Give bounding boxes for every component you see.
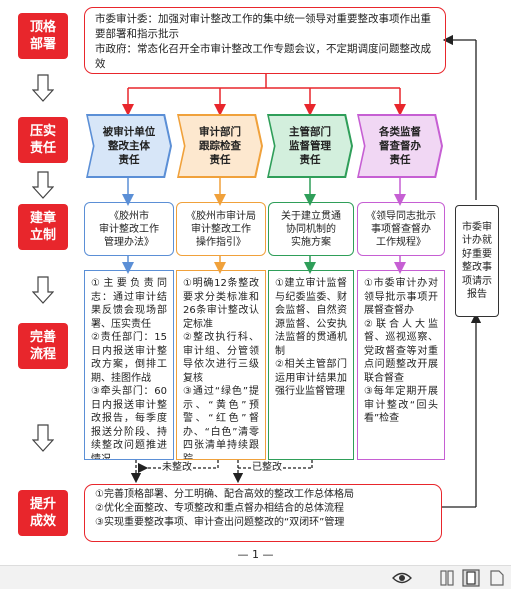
process-item: ③牵头部门：60日内报送审计整改报告，每季度报送分阶段、持续整改问题推进情况 xyxy=(91,386,167,460)
resp-label: 被审计单位 整改主体 责任 xyxy=(102,126,156,166)
label-rectified: 已整改 xyxy=(252,462,282,474)
process-col-2: ①明确12条整改要求分类标准和26条审计整改认定标准 ②整改执行科、审计组、分管… xyxy=(176,270,266,460)
process-item: ①明确12条整改要求分类标准和26条审计整改认定标准 xyxy=(183,278,259,330)
process-item: ①市委审计办对领导批示事项开展督查督办 xyxy=(364,278,438,316)
process-item: ②联合人大监督、巡视巡察、党政督查等对重点问题整改开展联合督查 xyxy=(364,318,438,384)
stage-duty: 压实 责任 xyxy=(18,117,68,163)
rule-doc-2: 《胶州市审计局 审计整改工作 操作指引》 xyxy=(176,202,266,256)
rule-doc-1: 《胶州市 审计整改工作 管理办法》 xyxy=(84,202,174,256)
process-item: ②相关主管部门运用审计结果加强行业监督管理 xyxy=(275,359,347,397)
page-view-icon[interactable] xyxy=(440,570,454,586)
stage-improve: 提升 成效 xyxy=(18,490,68,536)
resp-audited-unit: 被审计单位 整改主体 责任 xyxy=(86,114,172,178)
label-not-rectified: 未整改 xyxy=(162,462,192,474)
down-arrow-icon xyxy=(32,171,54,199)
resp-supervising-dept: 主管部门 监督管理 责任 xyxy=(267,114,353,178)
stage-rules: 建章 立制 xyxy=(18,204,68,250)
resp-label: 主管部门 监督管理 责任 xyxy=(289,126,331,166)
rule-doc-3: 关于建立贯通 协同机制的 实施方案 xyxy=(268,202,354,256)
process-item: ①建立审计监督与纪委监委、财会监督、自然资源监督、公安执法监督的贯通机制 xyxy=(275,278,347,357)
top-deploy-box: 市委审计委：加强对审计整改工作的集中统一领导对重要整改事项作出重要部署和指示批示… xyxy=(84,7,446,74)
rule-doc-4: 《领导同志批示 事项督查督办 工作规程》 xyxy=(357,202,445,256)
top-box-line-2: 市政府：常态化召开全市审计整改工作专题会议，不定期调度问题整改成效 xyxy=(95,43,431,70)
single-page-icon[interactable] xyxy=(462,569,480,587)
process-item: ①主要负责同志：通过审计结果反馈会现场部署、压实责任 xyxy=(91,278,167,330)
outcome-item: ③实现重要整改事项、审计查出问题整改的“双闭环”管理 xyxy=(95,517,345,528)
viewer-status-bar xyxy=(0,565,511,589)
process-item: ③通过“绿色”提示、“黄色”预警、“红色”督办、“白色”清零四张清单持续跟踪 xyxy=(183,386,259,460)
process-item: ③每年定期开展审计整改“回头看”检查 xyxy=(364,386,438,424)
stage-process: 完善 流程 xyxy=(18,323,68,369)
resp-label: 审计部门 跟踪检查 责任 xyxy=(199,126,241,166)
process-col-1: ①主要负责同志：通过审计结果反馈会现场部署、压实责任 ②责任部门：15日内报送审… xyxy=(84,270,174,460)
resp-oversight: 各类监督 督查督办 责任 xyxy=(357,114,443,178)
improve-outcome-box: ①完善顶格部署、分工明确、配合高效的整改工作总体格局 ②优化全面整改、专项整改和… xyxy=(84,484,442,542)
eye-icon[interactable] xyxy=(392,571,412,585)
process-col-4: ①市委审计办对领导批示事项开展督查督办 ②联合人大监督、巡视巡察、党政督查等对重… xyxy=(357,270,445,460)
outcome-item: ①完善顶格部署、分工明确、配合高效的整改工作总体格局 xyxy=(95,489,354,500)
process-item: ②整改执行科、审计组、分管领导依次进行三级复核 xyxy=(183,332,259,384)
down-arrow-icon xyxy=(32,74,54,102)
side-report-box: 市委审计办就好重要整改事项请示报告 xyxy=(455,205,499,317)
resp-label: 各类监督 督查督办 责任 xyxy=(379,126,421,166)
process-item: ②责任部门：15日内报送审计整改方案，倒排工期、挂图作战 xyxy=(91,332,167,384)
process-col-3: ①建立审计监督与纪委监委、财会监督、自然资源监督、公安执法监督的贯通机制 ②相关… xyxy=(268,270,354,460)
page-number: — 1 — xyxy=(237,548,274,561)
stage-top-deploy: 顶格 部署 xyxy=(18,13,68,59)
top-box-line-1: 市委审计委：加强对审计整改工作的集中统一领导对重要整改事项作出重要部署和指示批示 xyxy=(95,13,431,40)
resp-audit-dept: 审计部门 跟踪检查 责任 xyxy=(177,114,263,178)
down-arrow-icon xyxy=(32,276,54,304)
document-icon[interactable] xyxy=(490,570,504,586)
outcome-item: ②优化全面整改、专项整改和重点督办相结合的总体流程 xyxy=(95,503,344,514)
down-arrow-icon xyxy=(32,424,54,452)
